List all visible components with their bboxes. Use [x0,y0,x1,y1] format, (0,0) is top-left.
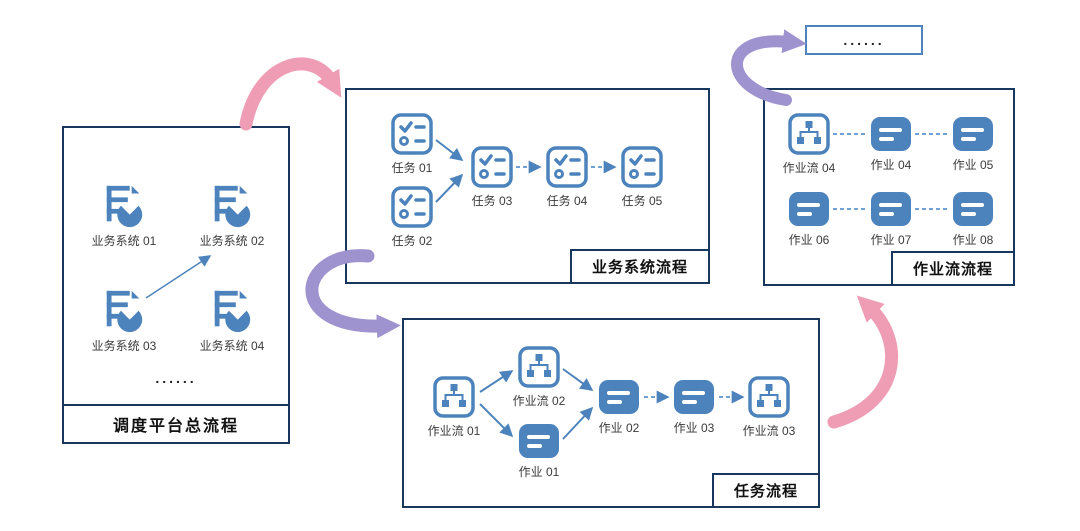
node-task-05: 任务 05 [607,145,677,209]
node-task-04: 任务 04 [532,145,602,209]
node-label: 作业流 01 [427,424,481,438]
node-label: 业务系统 01 [91,234,157,248]
node-business-system-02: 业务系统 02 [180,183,284,249]
node-label: 作业 07 [870,233,912,247]
right-box-title: 作业流流程 [890,251,1013,284]
workflow-icon [787,112,831,156]
workflow-icon [517,345,561,389]
bottom-box-title: 任务流程 [711,473,818,506]
arrow-jobflow01-to-job01 [479,403,514,438]
workflow-icon [747,375,791,419]
node-label: 业务系统 02 [199,234,265,248]
node-job-05: 作业 05 [937,115,1009,173]
node-jobflow-02: 作业流 02 [504,345,574,409]
node-job-07: 作业 07 [855,190,927,248]
job-icon [787,190,831,228]
top-box-connectors [435,139,617,203]
node-label: 作业 02 [598,421,640,435]
arrow-job01-to-job02 [562,406,594,440]
ellipsis-label: ...... [843,32,885,48]
node-job-03: 作业 03 [659,378,729,436]
document-icon [101,183,147,229]
node-label: 作业流 03 [742,424,796,438]
node-task-01: 任务 01 [377,112,447,176]
node-job-08: 作业 08 [937,190,1009,248]
right-box-connectors [833,133,948,210]
node-label: 任务 02 [391,234,433,248]
arrow-task-flow-to-jobflow-flow [827,295,899,429]
job-icon [597,378,641,416]
node-business-system-03: 业务系统 03 [72,288,176,354]
job-icon [672,378,716,416]
job-icon [517,422,561,460]
document-icon [101,288,147,334]
node-label: 作业 05 [952,158,994,172]
node-label: 任务 01 [391,161,433,175]
node-label: 作业 04 [870,158,912,172]
node-task-03: 任务 03 [457,145,527,209]
top-box-title: 业务系统流程 [569,249,708,282]
node-task-02: 任务 02 [377,185,447,249]
job-icon [869,190,913,228]
tasklist-icon [620,145,664,189]
node-job-06: 作业 06 [773,190,845,248]
node-label: 作业 03 [673,421,715,435]
scheduling-platform-box: 业务系统 01 业务系统 02 业务系统 03 [62,126,290,444]
tasklist-icon [390,112,434,156]
arrow-jobflow02-to-job02 [562,368,594,391]
left-box-connectors [145,255,212,299]
arrow-jobflow01-to-jobflow02 [479,370,514,393]
node-label: 作业流 02 [512,394,566,408]
tasklist-icon [390,185,434,229]
node-label: 任务 04 [546,194,588,208]
left-box-ellipsis: ...... [155,370,197,386]
arrow-system03-to-system02 [145,255,212,299]
job-icon [951,190,995,228]
task-flow-box: 作业流 01 作业流 02 [402,318,820,508]
node-business-system-04: 业务系统 04 [180,288,284,354]
business-system-flow-box: 任务 01 任务 02 [345,88,710,284]
node-business-system-01: 业务系统 01 [72,183,176,249]
node-job-02: 作业 02 [584,378,654,436]
tasklist-icon [545,145,589,189]
node-jobflow-04: 作业流 04 [773,112,845,176]
node-label: 作业 06 [788,233,830,247]
node-jobflow-01: 作业流 01 [419,375,489,439]
node-label: 任务 05 [621,194,663,208]
node-label: 作业流 04 [782,161,836,175]
jobflow-flow-box: 作业流 04 作业 04 作业 05 [763,88,1015,286]
left-box-title: 调度平台总流程 [64,404,288,442]
more-flows-box: ...... [805,25,923,55]
bottom-box-connectors [479,368,745,440]
node-job-04: 作业 04 [855,115,927,173]
node-label: 业务系统 03 [91,339,157,353]
node-job-01: 作业 01 [504,422,574,480]
node-label: 作业 01 [518,465,560,479]
node-label: 任务 03 [471,194,513,208]
node-label: 作业 08 [952,233,994,247]
arrow-task02-to-task03 [435,173,464,203]
node-label: 业务系统 04 [199,339,265,353]
job-icon [869,115,913,153]
arrow-platform-to-business-flow [239,57,342,131]
document-icon [209,288,255,334]
tasklist-icon [470,145,514,189]
workflow-icon [432,375,476,419]
job-icon [951,115,995,153]
arrow-task01-to-task03 [435,139,464,161]
node-jobflow-03: 作业流 03 [734,375,804,439]
document-icon [209,183,255,229]
